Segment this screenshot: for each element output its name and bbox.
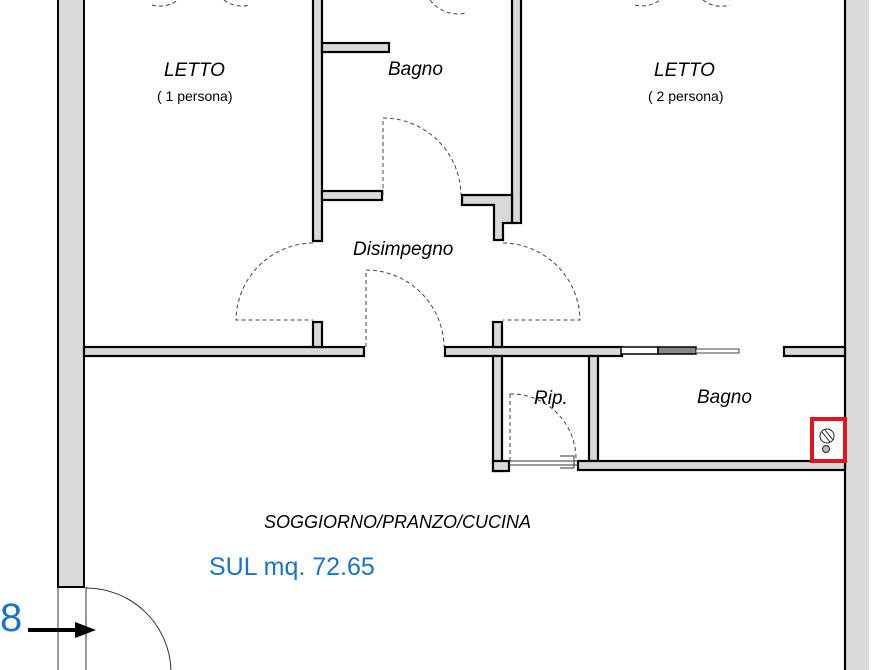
wall-letto1-bagno bbox=[311, 0, 324, 243]
boiler-highlight bbox=[810, 417, 847, 463]
wall-bagno-right bbox=[510, 0, 523, 225]
room-sublabel-letto-2: ( 2 persona) bbox=[648, 88, 724, 104]
wall-bagno-stub-left bbox=[320, 189, 384, 202]
letto2-window-swing-left bbox=[634, 0, 661, 7]
room-sublabel-letto-1: ( 1 persona) bbox=[157, 88, 233, 104]
letto1-window-swing-right bbox=[223, 0, 251, 7]
unit-number: 8 bbox=[0, 596, 23, 640]
room-label-soggiorno: SOGGIORNO/PRANZO/CUCINA bbox=[264, 512, 532, 532]
letto2-door-swing bbox=[502, 242, 581, 321]
wall-stub-disimpegno-left bbox=[311, 320, 324, 349]
sliding-door-panel-2 bbox=[657, 346, 697, 355]
exterior-wall-right bbox=[845, 0, 869, 670]
area-label: SUL mq. 72.65 bbox=[209, 553, 375, 581]
wall-bagno-stub-top bbox=[320, 41, 391, 54]
wall-rip-right bbox=[587, 354, 600, 463]
letto1-door-swing bbox=[235, 242, 314, 321]
entrance-door-swing bbox=[85, 587, 172, 670]
wall-bagno2-bottom bbox=[576, 459, 847, 472]
boiler-valve-icon bbox=[822, 445, 830, 453]
wall-rip-stub-bottom-left bbox=[491, 459, 511, 473]
room-label-letto-1: LETTO bbox=[164, 60, 225, 81]
soggiorno-door-swing bbox=[365, 269, 445, 348]
letto2-window-swing-right bbox=[702, 0, 731, 7]
boiler-hatch-2 bbox=[824, 429, 834, 441]
wall-letto2-bottom-b bbox=[782, 345, 847, 358]
letto1-window-swing-left bbox=[151, 0, 179, 7]
bagno-door-swing bbox=[382, 117, 462, 196]
rip-door-hinge bbox=[560, 455, 575, 469]
entrance-arrow-head bbox=[75, 622, 96, 638]
boiler-icon bbox=[819, 428, 835, 444]
wall-stub-disimpegno-right bbox=[491, 320, 504, 349]
boiler-hatch-1 bbox=[821, 431, 831, 443]
wall-letto2-bottom-a bbox=[443, 345, 624, 358]
room-label-bagno-top: Bagno bbox=[388, 59, 443, 80]
rip-door-swing bbox=[509, 393, 577, 462]
room-label-ripostiglio: Rip. bbox=[534, 388, 568, 409]
bagno-window-swing bbox=[429, 0, 467, 15]
exterior-wall-left bbox=[57, 0, 85, 588]
wall-bagno-stub-right bbox=[460, 193, 514, 242]
wall-letto1-bottom bbox=[82, 345, 366, 358]
sliding-door-track bbox=[695, 348, 740, 354]
room-label-disimpegno: Disimpegno bbox=[353, 239, 454, 260]
room-label-bagno-right: Bagno bbox=[697, 387, 752, 408]
sliding-door-panel-1 bbox=[620, 346, 659, 355]
wall-rip-left bbox=[491, 354, 504, 473]
room-label-letto-2: LETTO bbox=[654, 60, 715, 81]
